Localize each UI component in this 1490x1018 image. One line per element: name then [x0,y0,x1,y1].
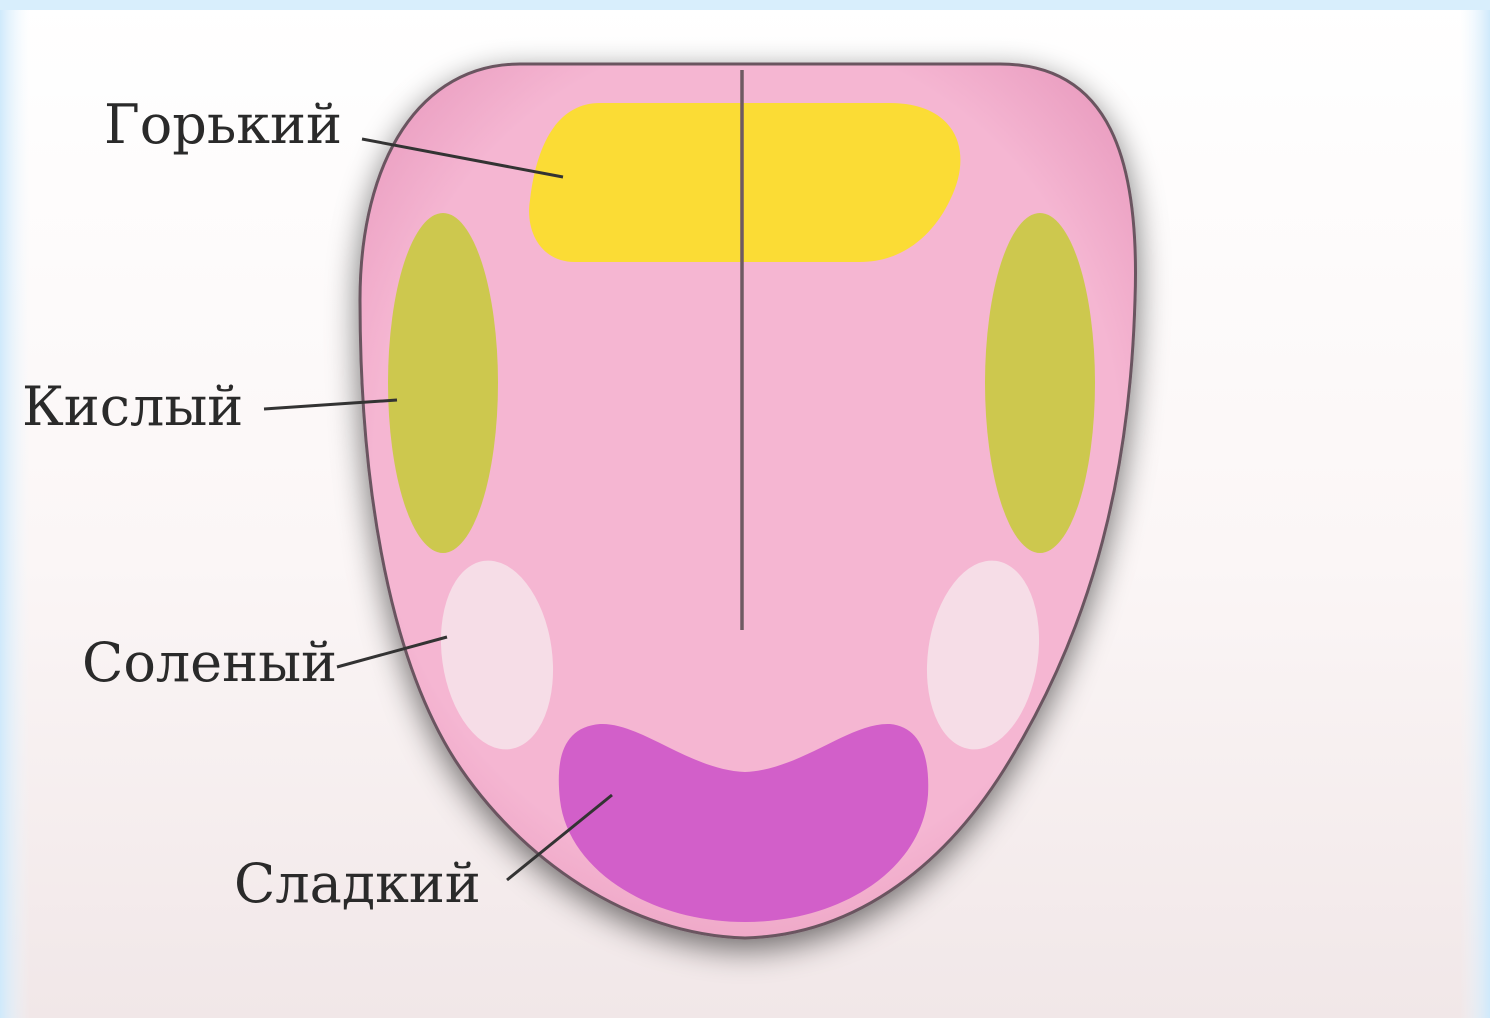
sour-label: Кислый [22,375,243,438]
bitter-label: Горький [104,93,342,156]
sour-zone-left [388,213,498,553]
salty-label: Соленый [82,631,337,694]
top-frame-strip [0,0,1490,10]
bitter-zone [529,103,960,262]
sour-zone-right [985,213,1095,553]
sweet-label: Сладкий [234,852,481,915]
